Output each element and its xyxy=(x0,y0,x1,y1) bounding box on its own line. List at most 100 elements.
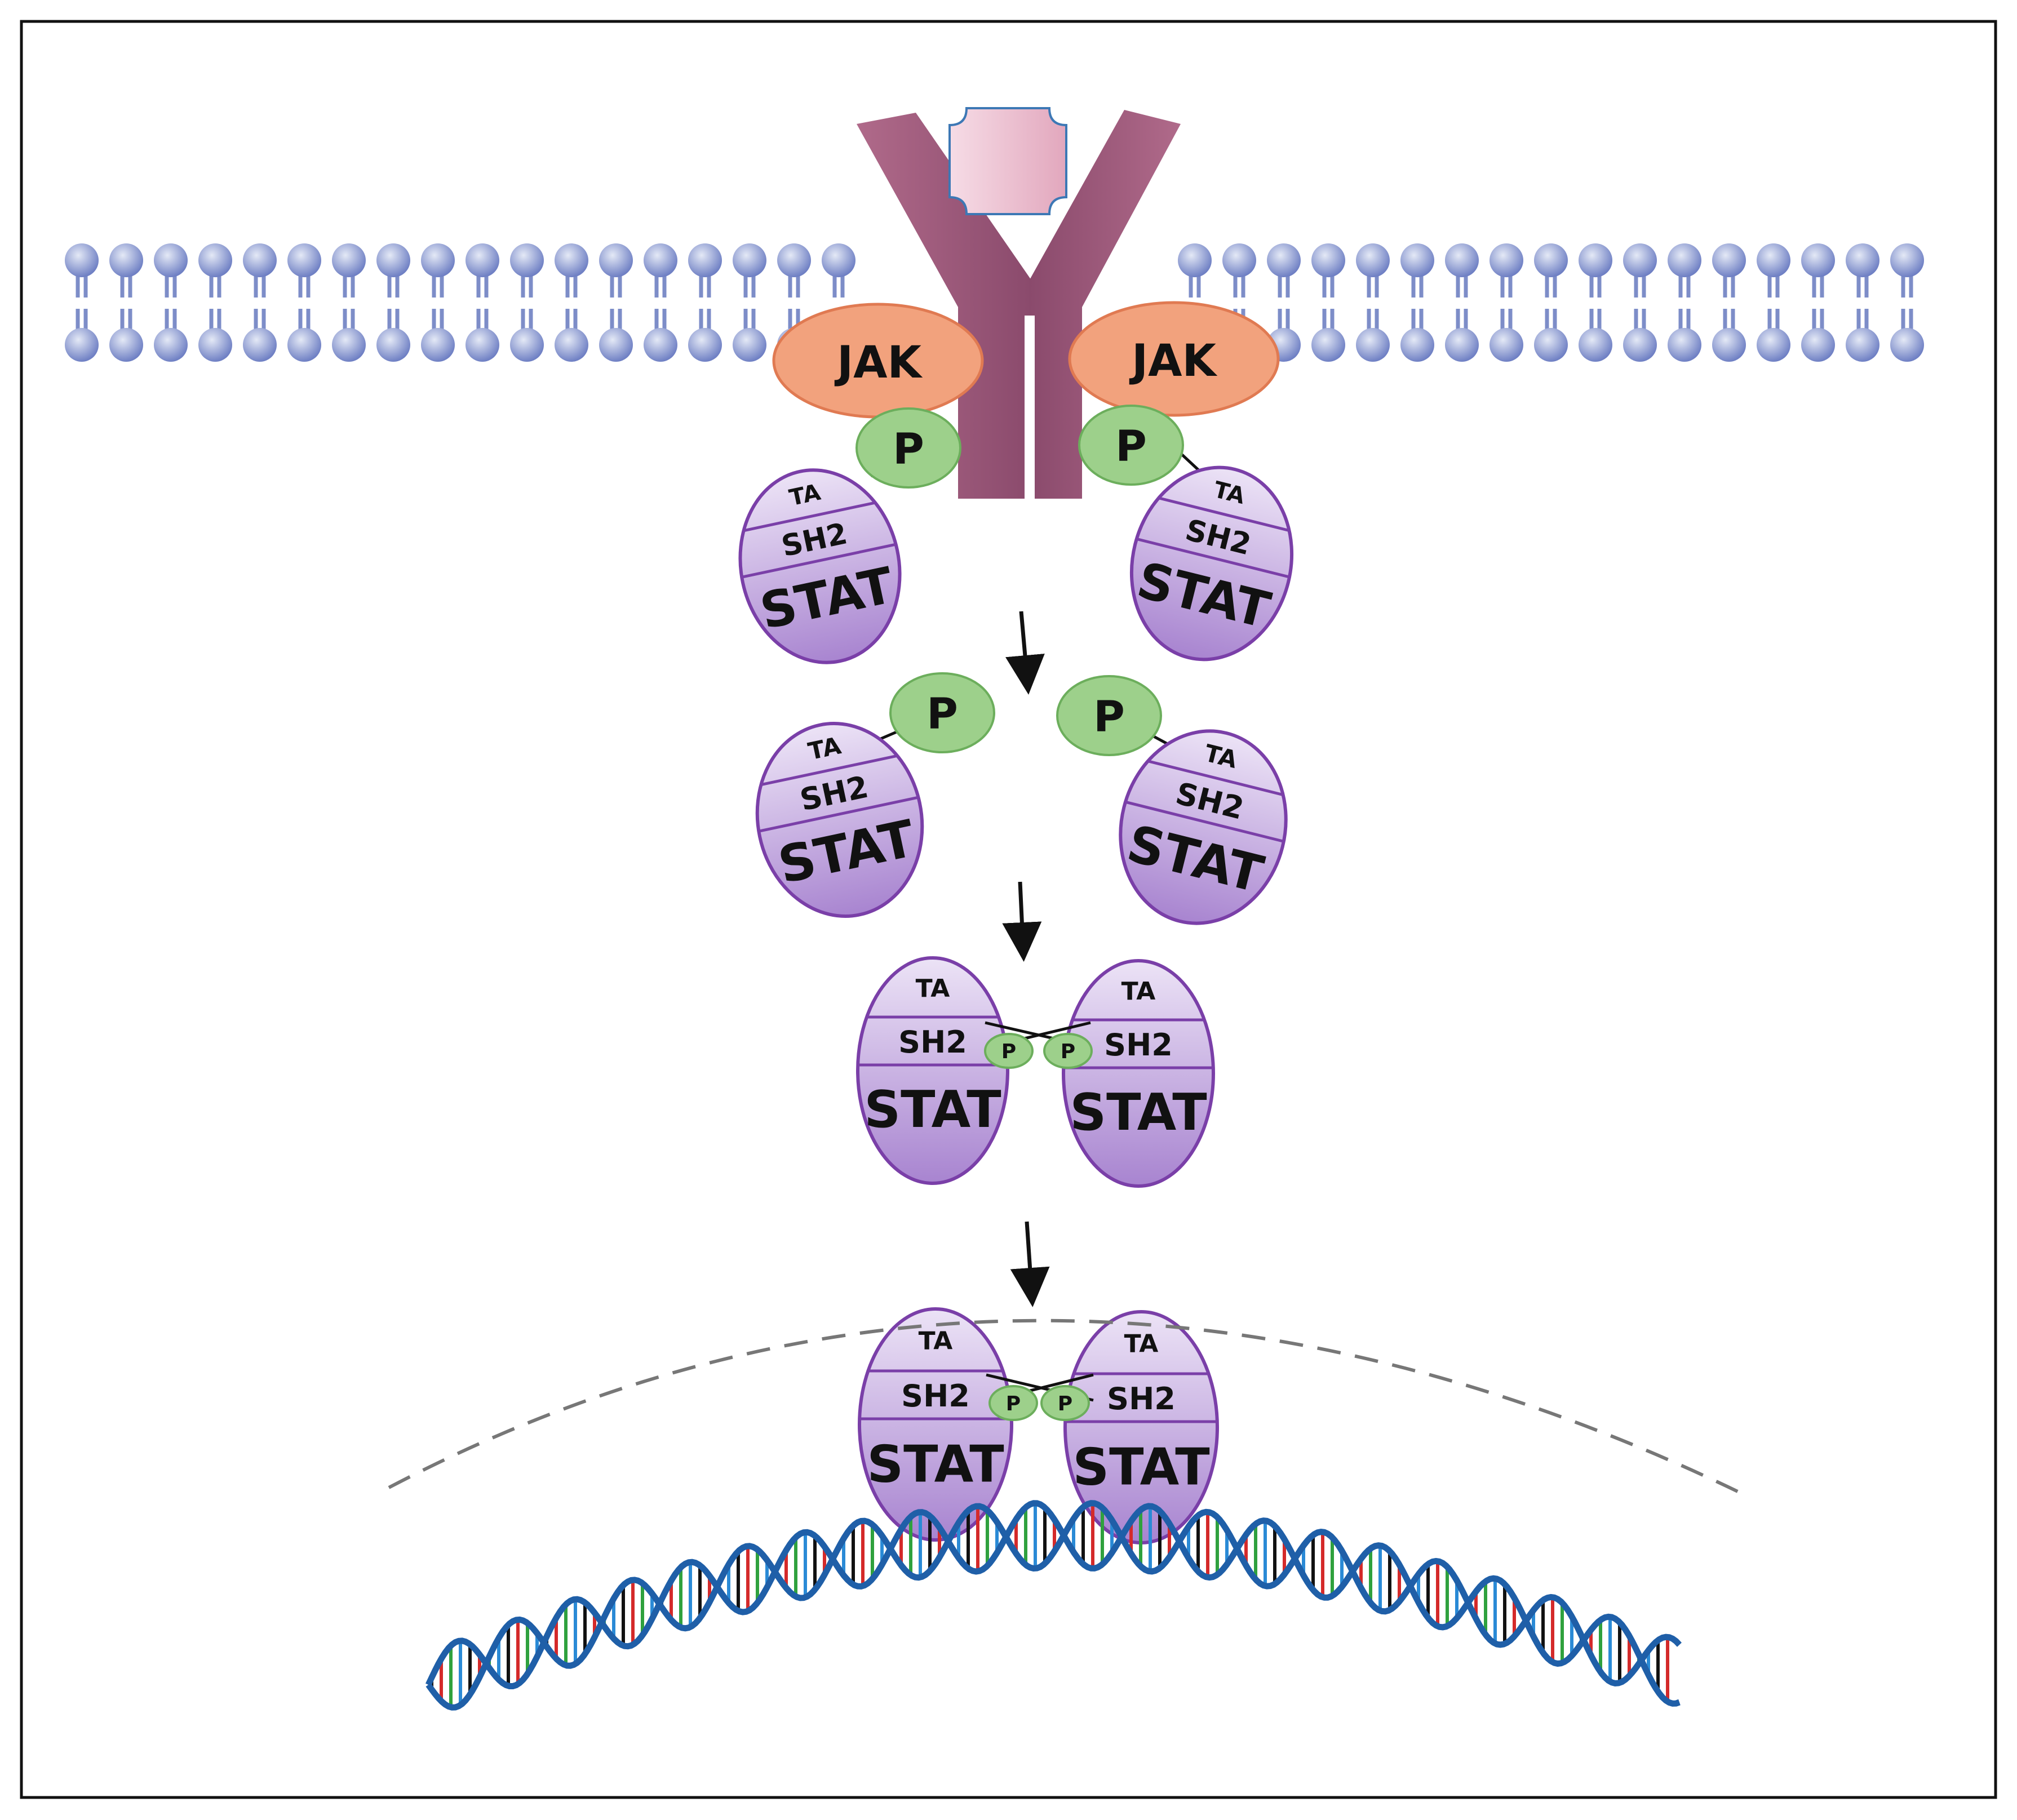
lipid-head xyxy=(109,328,143,362)
domain-divider xyxy=(1136,538,1290,579)
lipid-head xyxy=(1890,328,1924,362)
lipid-head xyxy=(1490,328,1523,362)
lipid-head xyxy=(1579,243,1612,277)
jak-left: JAK xyxy=(772,303,984,419)
phospho-receptor-right: P xyxy=(1078,405,1184,486)
lipid-head xyxy=(332,328,366,362)
cytokine-ligand xyxy=(948,107,1067,215)
lipid-head xyxy=(154,328,188,362)
receptor-groove xyxy=(1025,316,1035,499)
phospho-label: P xyxy=(1001,1040,1016,1063)
lipid-head xyxy=(688,328,722,362)
domain-divider xyxy=(1125,800,1284,843)
lipid-head xyxy=(287,243,321,277)
phospho-label: P xyxy=(1058,1392,1072,1415)
ta-domain-label: TA xyxy=(1121,977,1156,1006)
lipid-head xyxy=(466,328,499,362)
lipid-head xyxy=(1400,328,1434,362)
lipid-head xyxy=(555,243,588,277)
lipid-head xyxy=(822,243,855,277)
phospho-free-right: P xyxy=(1056,675,1162,756)
cytokine-receptor xyxy=(857,110,1181,499)
lipid-head xyxy=(510,328,544,362)
lipid-head xyxy=(1356,328,1390,362)
stat-body xyxy=(755,722,924,918)
phospho-free-left: P xyxy=(889,672,995,753)
domain-divider xyxy=(741,543,897,579)
lipid-head xyxy=(1846,328,1879,362)
lipid-head xyxy=(154,243,188,277)
lipid-head xyxy=(1445,243,1479,277)
lipid-head xyxy=(1668,328,1701,362)
phospho-label: P xyxy=(1006,1392,1021,1415)
lipid-head xyxy=(1623,328,1657,362)
lipid-head xyxy=(1757,243,1790,277)
lipid-head xyxy=(510,243,544,277)
lipid-head xyxy=(332,243,366,277)
lipid-head xyxy=(555,328,588,362)
nuclear-envelope xyxy=(388,1319,1748,1498)
domain-divider xyxy=(1136,757,1296,800)
stat-label: STAT xyxy=(864,1080,1001,1139)
lipid-head xyxy=(198,328,232,362)
phospho-label: P xyxy=(1093,691,1125,741)
lipid-head xyxy=(1846,243,1879,277)
lipid-head xyxy=(1178,243,1212,277)
lipid-head xyxy=(1311,243,1345,277)
lipid-head xyxy=(1757,328,1790,362)
lipid-head xyxy=(733,328,766,362)
stat-body xyxy=(1129,465,1294,662)
jak-left-label: JAK xyxy=(834,338,923,388)
sh2-domain-label: SH2 xyxy=(901,1378,970,1414)
phospho-dimer-left: P xyxy=(984,1033,1034,1069)
lipid-head xyxy=(1579,328,1612,362)
pathway-arrows xyxy=(1002,611,1050,1307)
phospho-nuclear-right: P xyxy=(1040,1385,1090,1421)
ta-domain-label: TA xyxy=(919,1327,953,1356)
sh2-domain-label: SH2 xyxy=(1107,1381,1176,1417)
phospho-nuclear-left: P xyxy=(988,1385,1038,1421)
receptor-left-arm xyxy=(857,113,1032,499)
stat-body xyxy=(1062,959,1215,1188)
ta-domain-label: TA xyxy=(1124,1330,1159,1359)
phospho-label: P xyxy=(893,423,924,473)
lipid-head xyxy=(1534,328,1568,362)
lipid-head xyxy=(1267,243,1301,277)
sh2-domain-label: SH2 xyxy=(898,1024,967,1060)
lipid-head xyxy=(777,243,811,277)
stat-body xyxy=(856,956,1009,1185)
jak-right-label: JAK xyxy=(1129,336,1217,387)
phospho-receptor-left: P xyxy=(855,407,961,489)
stat-body xyxy=(1119,729,1288,925)
lipid-head xyxy=(1356,243,1390,277)
ta-domain-label: TA xyxy=(916,974,950,1003)
lipid-head xyxy=(1222,243,1256,277)
lipid-head xyxy=(466,243,499,277)
domain-divider xyxy=(758,796,919,833)
jak-right: JAK xyxy=(1068,301,1280,417)
dna-strand xyxy=(425,1500,1682,1711)
lipid-head xyxy=(287,328,321,362)
lipid-head xyxy=(1668,243,1701,277)
lipid-head xyxy=(1311,328,1345,362)
dna-double-helix xyxy=(425,1500,1682,1711)
lipid-head xyxy=(421,328,455,362)
lipid-head xyxy=(1801,243,1835,277)
phospho-dimer-right: P xyxy=(1043,1033,1093,1069)
stat-label: STAT xyxy=(1070,1083,1207,1142)
stat-body xyxy=(858,1307,1013,1542)
phospho-label: P xyxy=(1115,420,1147,470)
lipid-head xyxy=(243,328,277,362)
lipid-head xyxy=(65,328,99,362)
lipid-head xyxy=(1400,243,1434,277)
lipid-head xyxy=(644,328,677,362)
lipid-head xyxy=(1712,243,1746,277)
domain-divider xyxy=(748,752,910,789)
lipid-head xyxy=(65,243,99,277)
